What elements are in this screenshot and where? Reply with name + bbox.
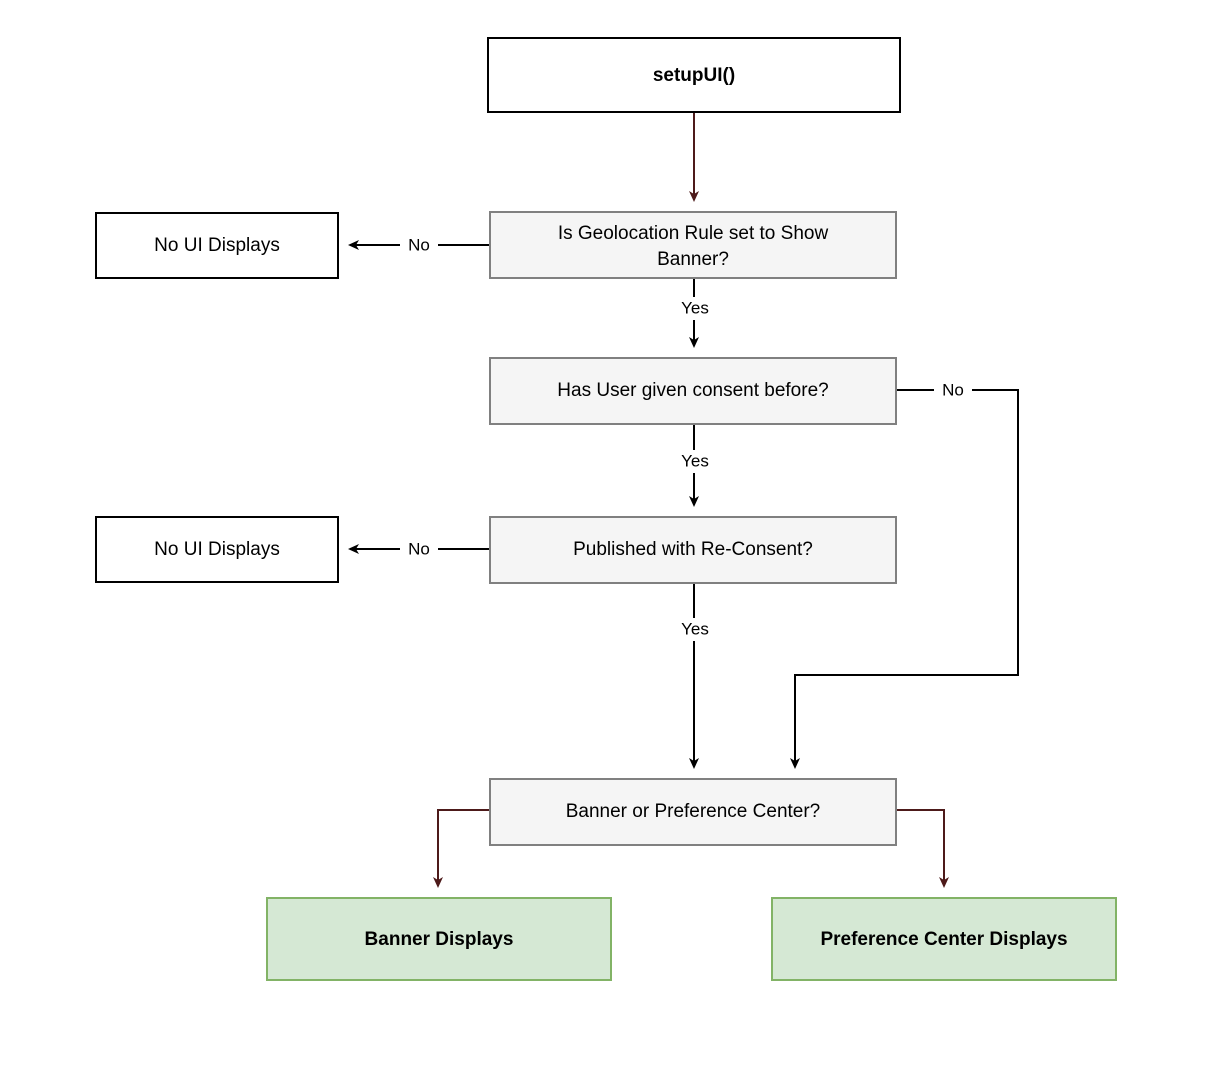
node-geolocation-rule-label-line2: Banner?	[657, 249, 729, 270]
node-no-ui-displays-2-shape[interactable]	[95, 516, 339, 583]
node-user-consent-shape[interactable]	[489, 357, 897, 425]
edge-label-geolocation-yes: Yes	[681, 298, 709, 317]
node-no-ui-displays-2-label: No UI Displays	[154, 539, 280, 560]
node-banner-displays-shape[interactable]	[266, 897, 612, 981]
edge-label-consent-yes: Yes	[681, 451, 709, 470]
node-published-reconsent[interactable]: Published with Re-Consent?	[489, 516, 897, 584]
edge-geolocation-no: No	[348, 234, 490, 257]
node-banner-displays-label: Banner Displays	[365, 929, 514, 950]
node-published-reconsent-label: Published with Re-Consent?	[573, 539, 813, 560]
edge-bannerpc-to-preference-center	[896, 809, 949, 888]
node-geolocation-rule-shape[interactable]	[489, 211, 897, 279]
edge-bannerpc-to-banner	[433, 809, 490, 888]
node-no-ui-displays-2[interactable]: No UI Displays	[95, 516, 339, 583]
edge-label-consent-no: No	[942, 380, 964, 399]
node-no-ui-displays-1-shape[interactable]	[95, 212, 339, 279]
node-setup-ui-label: setupUI()	[653, 65, 735, 86]
node-setup-ui-shape[interactable]	[487, 37, 901, 113]
edge-label-geolocation-no: No	[408, 235, 430, 254]
node-banner-or-preference-center[interactable]: Banner or Preference Center?	[489, 778, 897, 846]
node-geolocation-rule-label-line1: Is Geolocation Rule set to Show	[558, 223, 829, 244]
node-published-reconsent-shape[interactable]	[489, 516, 897, 584]
node-banner-displays[interactable]: Banner Displays	[266, 897, 612, 981]
node-banner-or-preference-center-shape[interactable]	[489, 778, 897, 846]
node-geolocation-rule[interactable]: Is Geolocation Rule set to Show Banner?	[489, 211, 897, 279]
node-preference-center-displays-label: Preference Center Displays	[820, 929, 1067, 950]
node-banner-or-preference-center-label: Banner or Preference Center?	[566, 801, 821, 822]
node-preference-center-displays[interactable]: Preference Center Displays	[771, 897, 1117, 981]
node-setup-ui[interactable]: setupUI()	[487, 37, 901, 113]
edge-label-reconsent-no: No	[408, 539, 430, 558]
node-no-ui-displays-1-label: No UI Displays	[154, 235, 280, 256]
node-no-ui-displays-1[interactable]: No UI Displays	[95, 212, 339, 279]
edge-label-reconsent-yes: Yes	[681, 619, 709, 638]
edge-reconsent-no: No	[348, 538, 490, 561]
edge-consent-no: No	[790, 379, 1019, 769]
node-preference-center-displays-shape[interactable]	[771, 897, 1117, 981]
edge-geolocation-yes: Yes	[674, 278, 716, 348]
edge-consent-yes: Yes	[674, 424, 716, 507]
node-user-consent-label: Has User given consent before?	[557, 380, 828, 401]
node-user-consent[interactable]: Has User given consent before?	[489, 357, 897, 425]
edge-reconsent-yes: Yes	[674, 583, 716, 769]
